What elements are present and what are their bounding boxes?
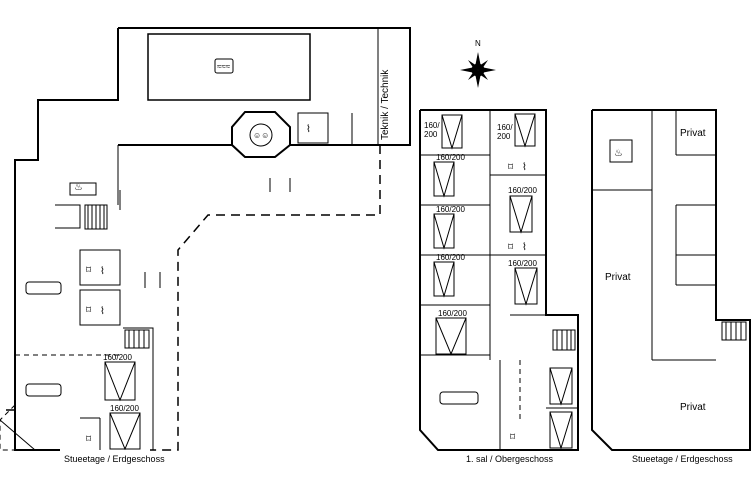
whirlpool-icon bbox=[249, 123, 273, 147]
technik-label: Teknik / Technik bbox=[380, 69, 391, 140]
room-label-privat: Privat bbox=[680, 128, 706, 139]
bed-size-label: 160/200 bbox=[424, 121, 440, 139]
single-bed bbox=[514, 267, 538, 305]
plan-first-floor: 160/200 160/200 160/200 160/200 160/200 … bbox=[419, 109, 579, 464]
double-bed bbox=[104, 361, 136, 401]
bed-size-label: 160/200 bbox=[508, 259, 537, 268]
toilet-icon: ⌑ bbox=[508, 162, 514, 173]
spa-octagon bbox=[231, 111, 291, 158]
bed-size-label: 160/200 bbox=[103, 353, 132, 362]
staircase bbox=[124, 329, 150, 349]
sofa-icon bbox=[25, 281, 62, 295]
toilet-icon: ⌑ bbox=[508, 242, 514, 253]
sofa-icon bbox=[25, 383, 62, 397]
shower-icon: ⌇ bbox=[100, 266, 105, 277]
svg-text:♨: ♨ bbox=[614, 148, 623, 159]
room-label-privat: Privat bbox=[605, 272, 631, 283]
single-bed bbox=[549, 411, 573, 449]
single-bed bbox=[433, 213, 455, 249]
plan-ground-floor-left: ≈≈≈ Teknik / Technik ☺☺ ⌇ ♨ bbox=[0, 27, 411, 464]
bed-size-label: 160/200 bbox=[508, 186, 537, 195]
toilet-icon: ⌑ bbox=[86, 305, 92, 316]
north-label: N bbox=[475, 39, 481, 48]
shower-icon: ⌇ bbox=[306, 124, 311, 135]
bed-size-label: 160/200 bbox=[110, 404, 139, 413]
plan-ground-floor-right: Privat Privat Privat ♨ Stueetage / Erdge… bbox=[591, 109, 751, 464]
compass-rose: N bbox=[460, 39, 496, 88]
sofa-icon bbox=[439, 391, 479, 405]
sauna-icon bbox=[609, 139, 633, 163]
toilet-icon: ⌑ bbox=[86, 265, 92, 276]
plan-caption: 1. sal / Obergeschoss bbox=[466, 454, 554, 464]
single-bed bbox=[514, 113, 536, 147]
single-bed bbox=[549, 367, 573, 405]
single-bed bbox=[435, 317, 467, 355]
double-bed bbox=[109, 412, 141, 450]
single-bed bbox=[441, 114, 463, 149]
svg-text:☺☺: ☺☺ bbox=[253, 131, 269, 140]
shower-icon: ⌇ bbox=[522, 162, 527, 173]
plan-caption: Stueetage / Erdgeschoss bbox=[64, 454, 165, 464]
pool bbox=[147, 33, 311, 101]
pool-steps-icon bbox=[214, 58, 234, 74]
staircase bbox=[721, 321, 747, 341]
single-bed bbox=[509, 195, 533, 233]
bed-size-label: 160/200 bbox=[436, 253, 465, 262]
shower-icon: ⌇ bbox=[100, 306, 105, 317]
svg-text:≈≈≈: ≈≈≈ bbox=[217, 62, 231, 71]
toilet-icon: ⌑ bbox=[510, 432, 516, 443]
bed-size-label: 160/200 bbox=[436, 205, 465, 214]
shower-icon: ⌇ bbox=[522, 242, 527, 253]
bed-size-label: 160/200 bbox=[497, 123, 513, 141]
cooking-pot-icon: ♨ bbox=[74, 182, 83, 193]
single-bed bbox=[433, 161, 455, 197]
staircase bbox=[552, 329, 576, 351]
plan-caption: Stueetage / Erdgeschoss bbox=[632, 454, 733, 464]
toilet-icon: ⌑ bbox=[86, 434, 92, 445]
single-bed bbox=[433, 261, 455, 297]
bed-size-label: 160/200 bbox=[436, 153, 465, 162]
room-label-privat: Privat bbox=[680, 402, 706, 413]
bed-size-label: 160/200 bbox=[438, 309, 467, 318]
